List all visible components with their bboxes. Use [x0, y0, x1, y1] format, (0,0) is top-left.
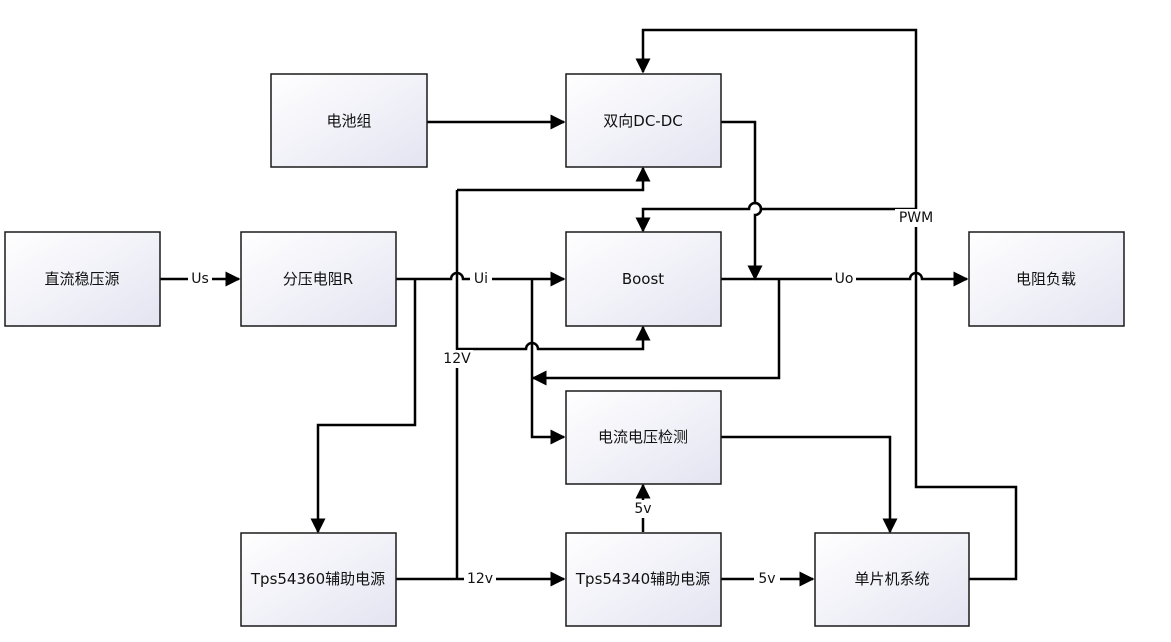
tps54340-label: Tps54340辅助电源	[575, 570, 710, 588]
wire-sensor-to-mcu	[721, 435, 898, 534]
dc-source-box: 直流稳压源	[4, 231, 161, 327]
tps54340-box: Tps54340辅助电源	[565, 532, 722, 627]
label-5v-right: 5v	[758, 571, 775, 587]
mcu-label: 单片机系统	[854, 570, 929, 588]
tps54360-label: Tps54360辅助电源	[250, 570, 385, 588]
wire-bidir-to-output	[721, 120, 763, 281]
load-label: 电阻负载	[1016, 270, 1076, 288]
wire-12v-to-bidir	[457, 166, 651, 192]
mcu-box: 单片机系统	[814, 532, 970, 627]
wire-pwm-from-mcu	[635, 28, 1018, 581]
edge-labels: Us Ui Uo PWM 12V 12v 5v 5v	[188, 209, 937, 588]
wire-divider-to-tps54360	[310, 279, 417, 534]
sensor-box: 电流电压检测	[565, 390, 722, 485]
dc-source-label: 直流稳压源	[44, 270, 119, 288]
battery-label: 电池组	[326, 112, 371, 130]
boxes: 电池组 双向DC-DC 直流稳压源 分压电阻R Boost 电阻负载 电流电压检…	[4, 73, 1125, 627]
label-uo: Uo	[835, 271, 854, 287]
label-12v-vertical: 12V	[443, 351, 471, 367]
sensor-label: 电流电压检测	[598, 428, 688, 446]
boost-box: Boost	[565, 231, 722, 327]
wire-pwm-to-boost	[635, 201, 916, 233]
divider-box: 分压电阻R	[240, 231, 397, 327]
label-12v-horizontal: 12v	[467, 571, 493, 587]
label-ui: Ui	[474, 271, 488, 287]
load-box: 电阻负载	[968, 231, 1125, 327]
label-pwm: PWM	[899, 210, 933, 226]
wire-output-feedback	[531, 279, 781, 386]
wire-ui-to-sensor	[530, 279, 566, 445]
wire-12v-to-boost	[457, 325, 651, 351]
label-us: Us	[191, 271, 209, 287]
tps54360-box: Tps54360辅助电源	[240, 532, 397, 627]
divider-label: 分压电阻R	[283, 270, 353, 288]
battery-box: 电池组	[270, 73, 428, 168]
bidir-dcdc-box: 双向DC-DC	[565, 73, 722, 168]
label-5v-up: 5v	[634, 501, 651, 517]
wires	[160, 28, 1018, 587]
boost-label: Boost	[622, 270, 664, 288]
bidir-dcdc-label: 双向DC-DC	[603, 112, 682, 130]
